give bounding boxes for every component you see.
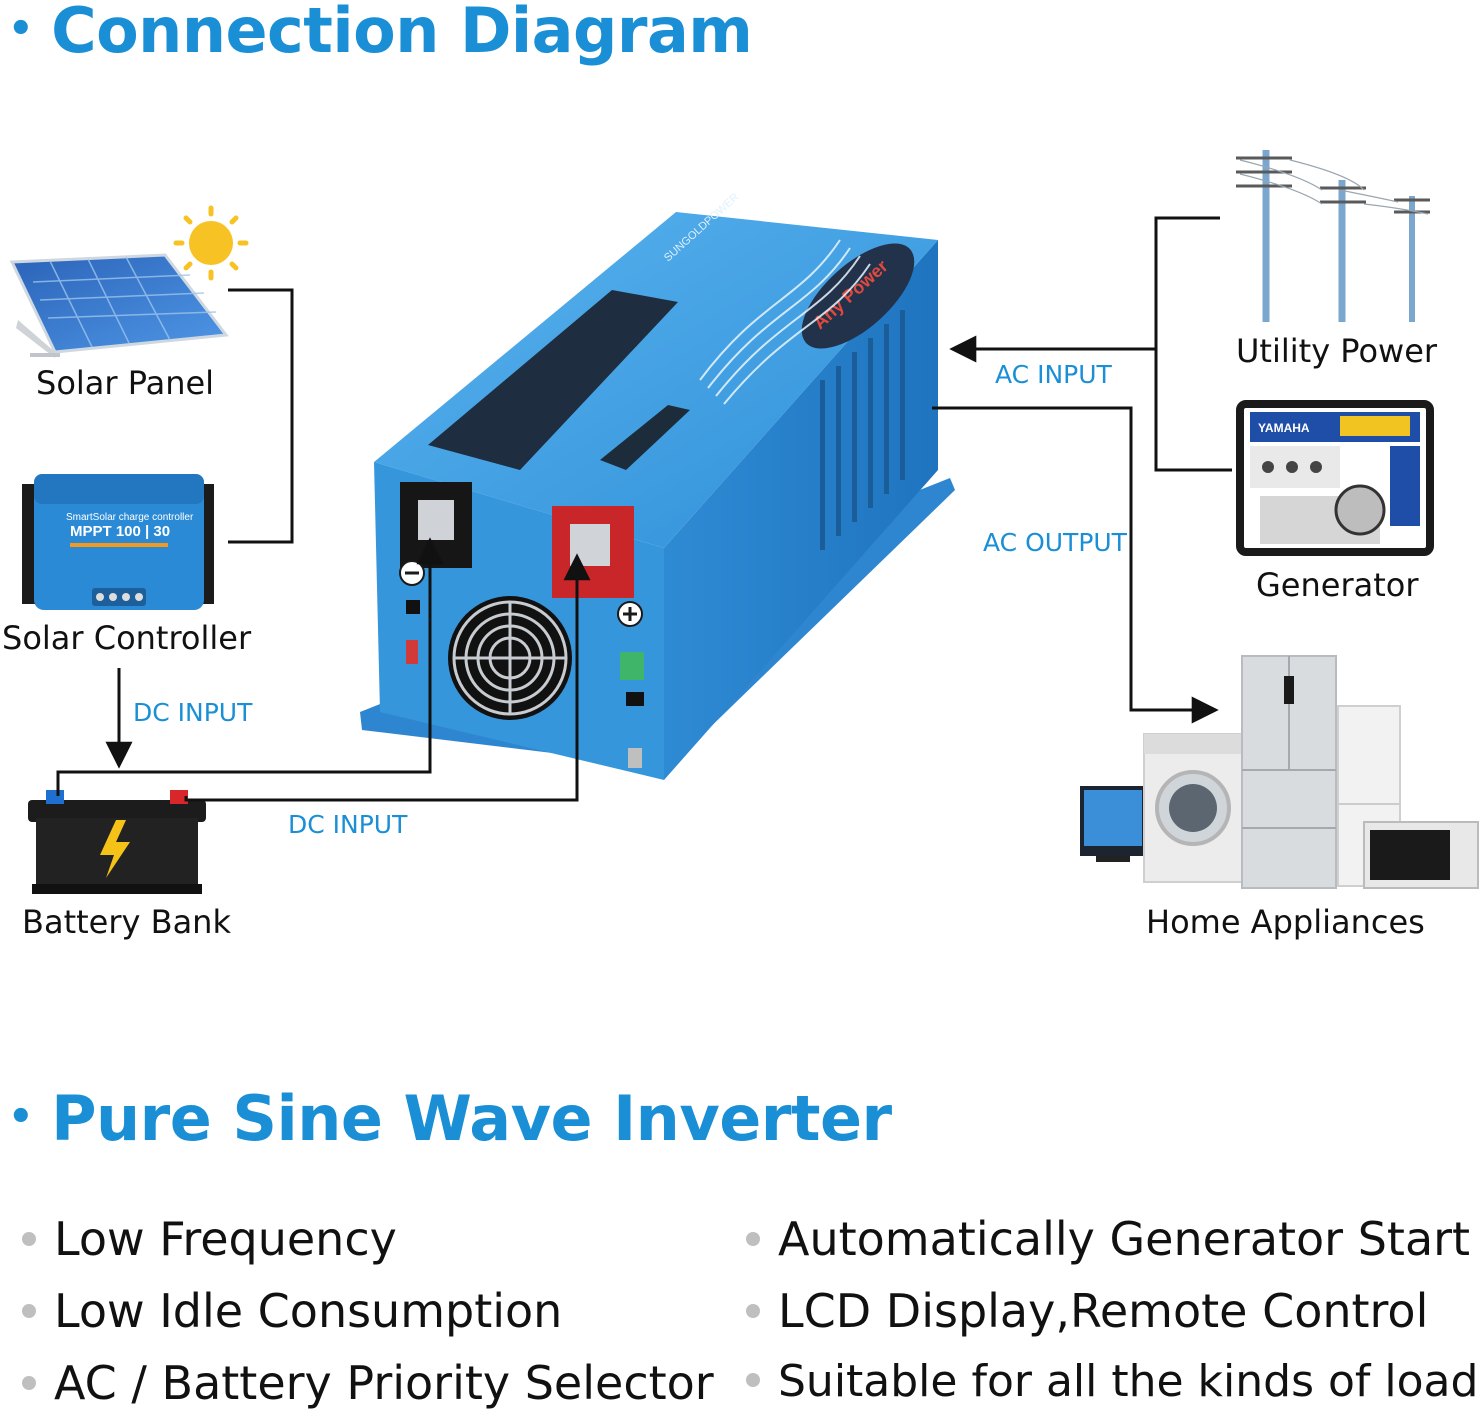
ac-output-label: AC OUTPUT bbox=[983, 528, 1127, 557]
solar-panel-label: Solar Panel bbox=[36, 364, 215, 402]
feature-item: Low Frequency bbox=[22, 1212, 397, 1266]
solar-controller-label: Solar Controller bbox=[2, 619, 252, 657]
utility-power-icon bbox=[1236, 150, 1430, 322]
feature-item: Automatically Generator Start bbox=[746, 1212, 1470, 1266]
generator-icon: YAMAHA bbox=[1236, 400, 1434, 556]
dc-input-label-2: DC INPUT bbox=[288, 810, 408, 839]
feature-item: Suitable for all the kinds of load bbox=[746, 1356, 1478, 1407]
connection-lines bbox=[56, 216, 1232, 802]
solar-panel-icon bbox=[9, 205, 249, 358]
home-appliances-label: Home Appliances bbox=[1146, 903, 1425, 941]
feature-item: Low Idle Consumption bbox=[22, 1284, 562, 1338]
connection-diagram-heading: •Connection Diagram bbox=[8, 0, 753, 67]
svg-text:MPPT 100 | 30: MPPT 100 | 30 bbox=[70, 523, 170, 540]
generator-label: Generator bbox=[1256, 566, 1419, 604]
home-appliances-icon bbox=[1080, 655, 1479, 889]
solar-controller-icon: SmartSolar charge controller MPPT 100 | … bbox=[22, 474, 214, 610]
svg-text:YAMAHA: YAMAHA bbox=[1258, 421, 1310, 435]
ac-input-label: AC INPUT bbox=[995, 360, 1112, 389]
battery-icon bbox=[28, 790, 206, 894]
utility-power-label: Utility Power bbox=[1236, 332, 1438, 370]
feature-item: LCD Display,Remote Control bbox=[746, 1284, 1428, 1338]
inverter-image: Any Power SUNGOLDPOWER bbox=[360, 191, 955, 780]
svg-text:SmartSolar charge controller: SmartSolar charge controller bbox=[66, 512, 194, 523]
dc-input-label-1: DC INPUT bbox=[133, 698, 253, 727]
product-heading: •Pure Sine Wave Inverter bbox=[8, 1082, 892, 1155]
feature-item: AC / Battery Priority Selector bbox=[22, 1356, 714, 1410]
battery-bank-label: Battery Bank bbox=[22, 903, 231, 941]
